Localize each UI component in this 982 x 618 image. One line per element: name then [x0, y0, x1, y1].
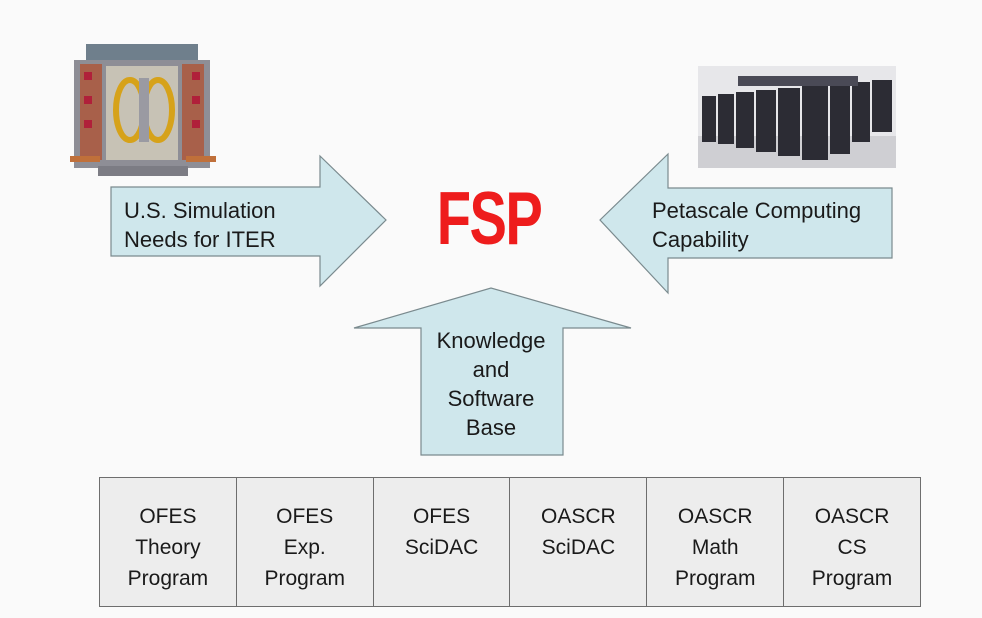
program-cell-ofes-theory: OFES Theory Program	[100, 478, 237, 606]
program-cell-line: SciDAC	[404, 536, 479, 559]
program-cell-line: Exp.	[283, 536, 326, 559]
program-cell-oascr-scidac: OASCR SciDAC	[510, 478, 648, 606]
program-cell-line: CS	[837, 536, 867, 559]
left-arrow-line-2: Needs for ITER	[124, 227, 276, 252]
fsp-center-label-box: FSP	[424, 174, 554, 264]
program-cell-line: OFES	[276, 505, 334, 528]
program-cell-line: SciDAC	[541, 536, 616, 559]
up-arrow-line-1: Knowledge	[436, 328, 546, 353]
program-cell-line: Math	[691, 536, 739, 559]
up-arrow-shape	[353, 287, 632, 456]
right-arrow-line-1: Petascale Computing	[652, 198, 862, 223]
up-arrow-label: Knowledge and Software Base	[416, 326, 566, 442]
up-arrow-line-3: Software	[447, 386, 535, 411]
program-cell-line: OASCR	[541, 505, 616, 528]
right-arrow-shape	[599, 152, 893, 295]
program-cell-ofes-exp: OFES Exp. Program	[237, 478, 374, 606]
program-cell-line: Program	[264, 567, 345, 590]
program-table: OFES Theory Program OFES Exp. Program OF…	[99, 477, 921, 607]
up-arrow-line-4: Base	[465, 415, 517, 440]
program-cell-line: Theory	[135, 536, 201, 559]
program-cell-line: OASCR	[814, 505, 890, 528]
program-cell-line: Program	[674, 567, 756, 590]
fsp-center-label: FSP	[436, 177, 543, 261]
program-cell-oascr-cs: OASCR CS Program	[784, 478, 920, 606]
program-cell-line: Program	[811, 567, 893, 590]
program-cell-line: OFES	[139, 505, 197, 528]
left-arrow-label: U.S. Simulation Needs for ITER	[124, 196, 276, 254]
program-cell-ofes-scidac: OFES SciDAC	[374, 478, 511, 606]
iter-tokamak-image	[70, 44, 216, 176]
program-cell-line: Program	[127, 567, 209, 590]
program-cell-line: OFES	[412, 505, 471, 528]
left-arrow-shape	[110, 154, 387, 288]
supercomputer-image	[698, 66, 896, 168]
right-arrow-line-2: Capability	[652, 227, 749, 252]
left-arrow-line-1: U.S. Simulation	[124, 198, 276, 223]
up-arrow-line-2: and	[472, 357, 510, 382]
right-arrow-label: Petascale Computing Capability	[652, 196, 861, 254]
program-cell-oascr-math: OASCR Math Program	[647, 478, 785, 606]
program-cell-line: OASCR	[677, 505, 753, 528]
